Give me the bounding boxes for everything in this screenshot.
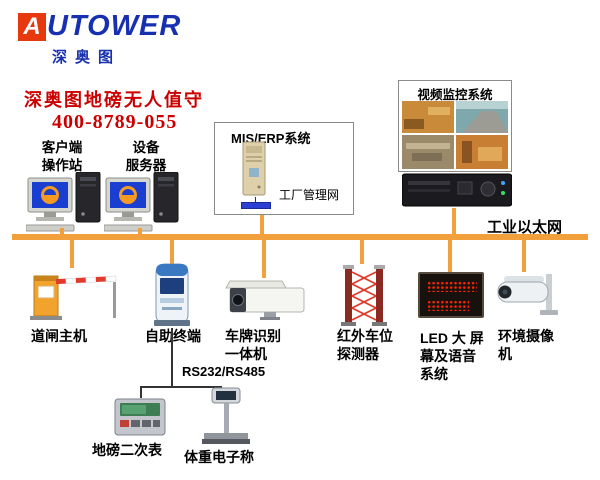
label-device-server: 设备 服务器 — [112, 139, 180, 174]
serial-wire-horizontal — [140, 386, 222, 388]
led-text-row — [427, 281, 477, 292]
label-envcam-line1: 环境摄像 — [498, 328, 554, 344]
rs232-rs485-label: RS232/RS485 — [182, 364, 266, 379]
label-lpr-line1: 车牌识别 — [225, 328, 281, 344]
weighing-indicator-icon — [114, 398, 166, 436]
dvr-device-icon — [402, 173, 512, 207]
mis-wire — [255, 197, 256, 202]
label-envcam-line2: 机 — [498, 346, 512, 363]
industrial-ethernet-bus — [12, 234, 588, 240]
drop-line-dvr — [452, 208, 456, 234]
led-text-row — [427, 300, 469, 311]
serial-wire-vertical — [171, 328, 173, 386]
drop-line-mis — [260, 215, 264, 234]
label-environment-camera: 环境摄像 机 — [498, 327, 554, 363]
mis-server-icon — [242, 141, 266, 196]
label-kiosk: 自助终端 — [145, 328, 201, 344]
drop-line-server — [138, 228, 142, 234]
mis-erp-box: MIS/ERP系统 工厂管理网 — [214, 122, 354, 215]
phone-number: 400-8789-055 — [52, 111, 178, 133]
label-server-line2: 服务器 — [125, 157, 167, 173]
page-title: 深奥图地磅无人值守 — [24, 90, 204, 110]
factory-network-label: 工厂管理网 — [279, 188, 340, 202]
infrared-detector-icon — [341, 265, 387, 326]
drop-line-kiosk — [170, 240, 174, 264]
label-weighing-indicator: 地磅二次表 — [92, 442, 162, 458]
drop-line-led — [448, 240, 452, 272]
logo-brand-text: UTOWER — [47, 10, 182, 42]
barrier-gate-icon — [30, 275, 117, 320]
drop-line-client — [60, 228, 64, 234]
label-infrared-line2: 探测器 — [337, 346, 379, 363]
label-led-line3: 系统 — [420, 366, 448, 383]
label-lpr-camera: 车牌识别 一体机 — [225, 327, 281, 363]
label-server-line1: 设备 — [132, 140, 160, 155]
label-barrier-gate: 道闸主机 — [31, 328, 87, 344]
server-pc-icon — [104, 172, 179, 232]
label-infrared-line1: 红外车位 — [337, 328, 393, 344]
label-led-line2: 幕及语音 — [420, 348, 476, 365]
led-display-icon — [418, 272, 484, 318]
label-lpr-line2: 一体机 — [225, 346, 267, 363]
network-hub-icon — [241, 202, 271, 209]
drop-line-barrier — [70, 240, 74, 268]
kiosk-icon — [154, 263, 190, 326]
drop-line-lpr — [262, 240, 266, 278]
label-led-display: LED 大 屏 幕及语音 系统 — [420, 329, 484, 384]
label-client-workstation: 客户端 操作站 — [28, 139, 96, 174]
label-led-line1: LED 大 屏 — [420, 330, 484, 346]
serial-wire-to-meter — [140, 388, 142, 398]
label-client-line2: 操作站 — [41, 157, 83, 173]
logo-mark: A — [18, 12, 46, 41]
video-surveillance-box: 视频监控系统 — [398, 80, 512, 172]
lpr-camera-icon — [225, 280, 305, 320]
environment-camera-icon — [497, 274, 558, 315]
video-surveillance-title: 视频监控系统 — [417, 88, 493, 102]
client-pc-icon — [26, 172, 101, 232]
autower-logo: A UTOWER 深奥图 — [18, 10, 181, 67]
label-infrared-detector: 红外车位 探测器 — [337, 327, 393, 363]
surveillance-collage-image — [402, 101, 508, 169]
label-electronic-scale: 体重电子称 — [184, 449, 254, 465]
drop-line-infrared — [360, 240, 364, 264]
drop-line-envcam — [522, 240, 526, 272]
label-client-line1: 客户端 — [41, 140, 83, 155]
industrial-ethernet-label: 工业以太网 — [487, 219, 563, 236]
logo-subtitle: 深奥图 — [52, 49, 122, 66]
electronic-scale-icon — [202, 387, 250, 444]
